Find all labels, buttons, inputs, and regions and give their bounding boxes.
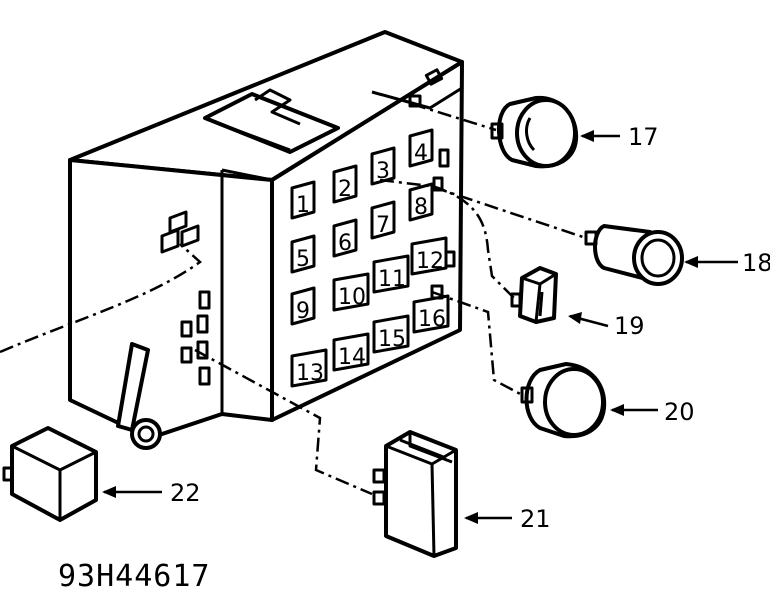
fuse-slot-label: 11 <box>378 267 406 292</box>
fuse-slot-7: 7 <box>370 200 396 240</box>
fuse-slot-5: 5 <box>290 234 316 274</box>
component-17-relay-round <box>490 95 579 169</box>
fuse-slot-label: 1 <box>296 193 310 218</box>
part-number: 93H44617 <box>58 559 211 592</box>
callout-label-17: 17 <box>628 123 659 151</box>
housing <box>68 30 464 450</box>
fuse-slot-3: 3 <box>370 146 396 186</box>
callout-label-18: 18 <box>742 249 770 277</box>
fuse-slot-label: 8 <box>414 195 428 220</box>
fuse-slot-2: 2 <box>332 164 358 204</box>
fuse-slot-4: 4 <box>408 128 434 168</box>
fuse-slot-15: 15 <box>372 314 410 354</box>
fuse-slot-label: 4 <box>414 141 428 166</box>
callout-label-19: 19 <box>614 312 645 340</box>
component-18-relay-cylinder <box>584 224 684 286</box>
fuse-slot-8: 8 <box>408 182 434 222</box>
fuse-slot-10: 10 <box>332 272 370 312</box>
callout-label-22: 22 <box>170 479 201 507</box>
fuse-slot-6: 6 <box>332 218 358 258</box>
fuse-slot-1: 1 <box>290 180 316 220</box>
fuse-slot-label: 12 <box>416 249 444 274</box>
component-21-relay-block <box>372 430 458 558</box>
fuse-slot-label: 2 <box>338 177 352 202</box>
fuse-slot-label: 9 <box>296 299 310 324</box>
fuse-slot-label: 13 <box>296 361 324 386</box>
callout-arrows <box>102 130 738 524</box>
component-20-relay-round <box>520 362 607 439</box>
component-19-diode-module <box>510 266 558 324</box>
connection-lines <box>0 102 587 496</box>
callout-label-21: 21 <box>520 505 551 533</box>
fuse-slot-label: 16 <box>418 307 446 332</box>
fuse-slot-16: 16 <box>412 294 450 334</box>
fuse-slot-label: 10 <box>338 285 366 310</box>
fuse-slot-14: 14 <box>332 332 370 372</box>
fuse-slot-label: 3 <box>376 159 390 184</box>
fuse-slot-label: 6 <box>338 231 352 256</box>
callout-labels: 17 18 19 20 21 22 <box>170 123 770 533</box>
fuse-slot-label: 7 <box>376 213 390 238</box>
fuse-slot-9: 9 <box>290 286 316 326</box>
fuse-slot-label: 14 <box>338 345 366 370</box>
fuse-slot-12: 12 <box>410 236 448 276</box>
callout-label-20: 20 <box>664 398 695 426</box>
fuse-slot-label: 15 <box>378 327 406 352</box>
fuse-slot-11: 11 <box>372 254 410 294</box>
fuse-slot-label: 5 <box>296 247 310 272</box>
fuse-slot-13: 13 <box>290 348 328 388</box>
component-22-relay-cube <box>2 426 98 522</box>
